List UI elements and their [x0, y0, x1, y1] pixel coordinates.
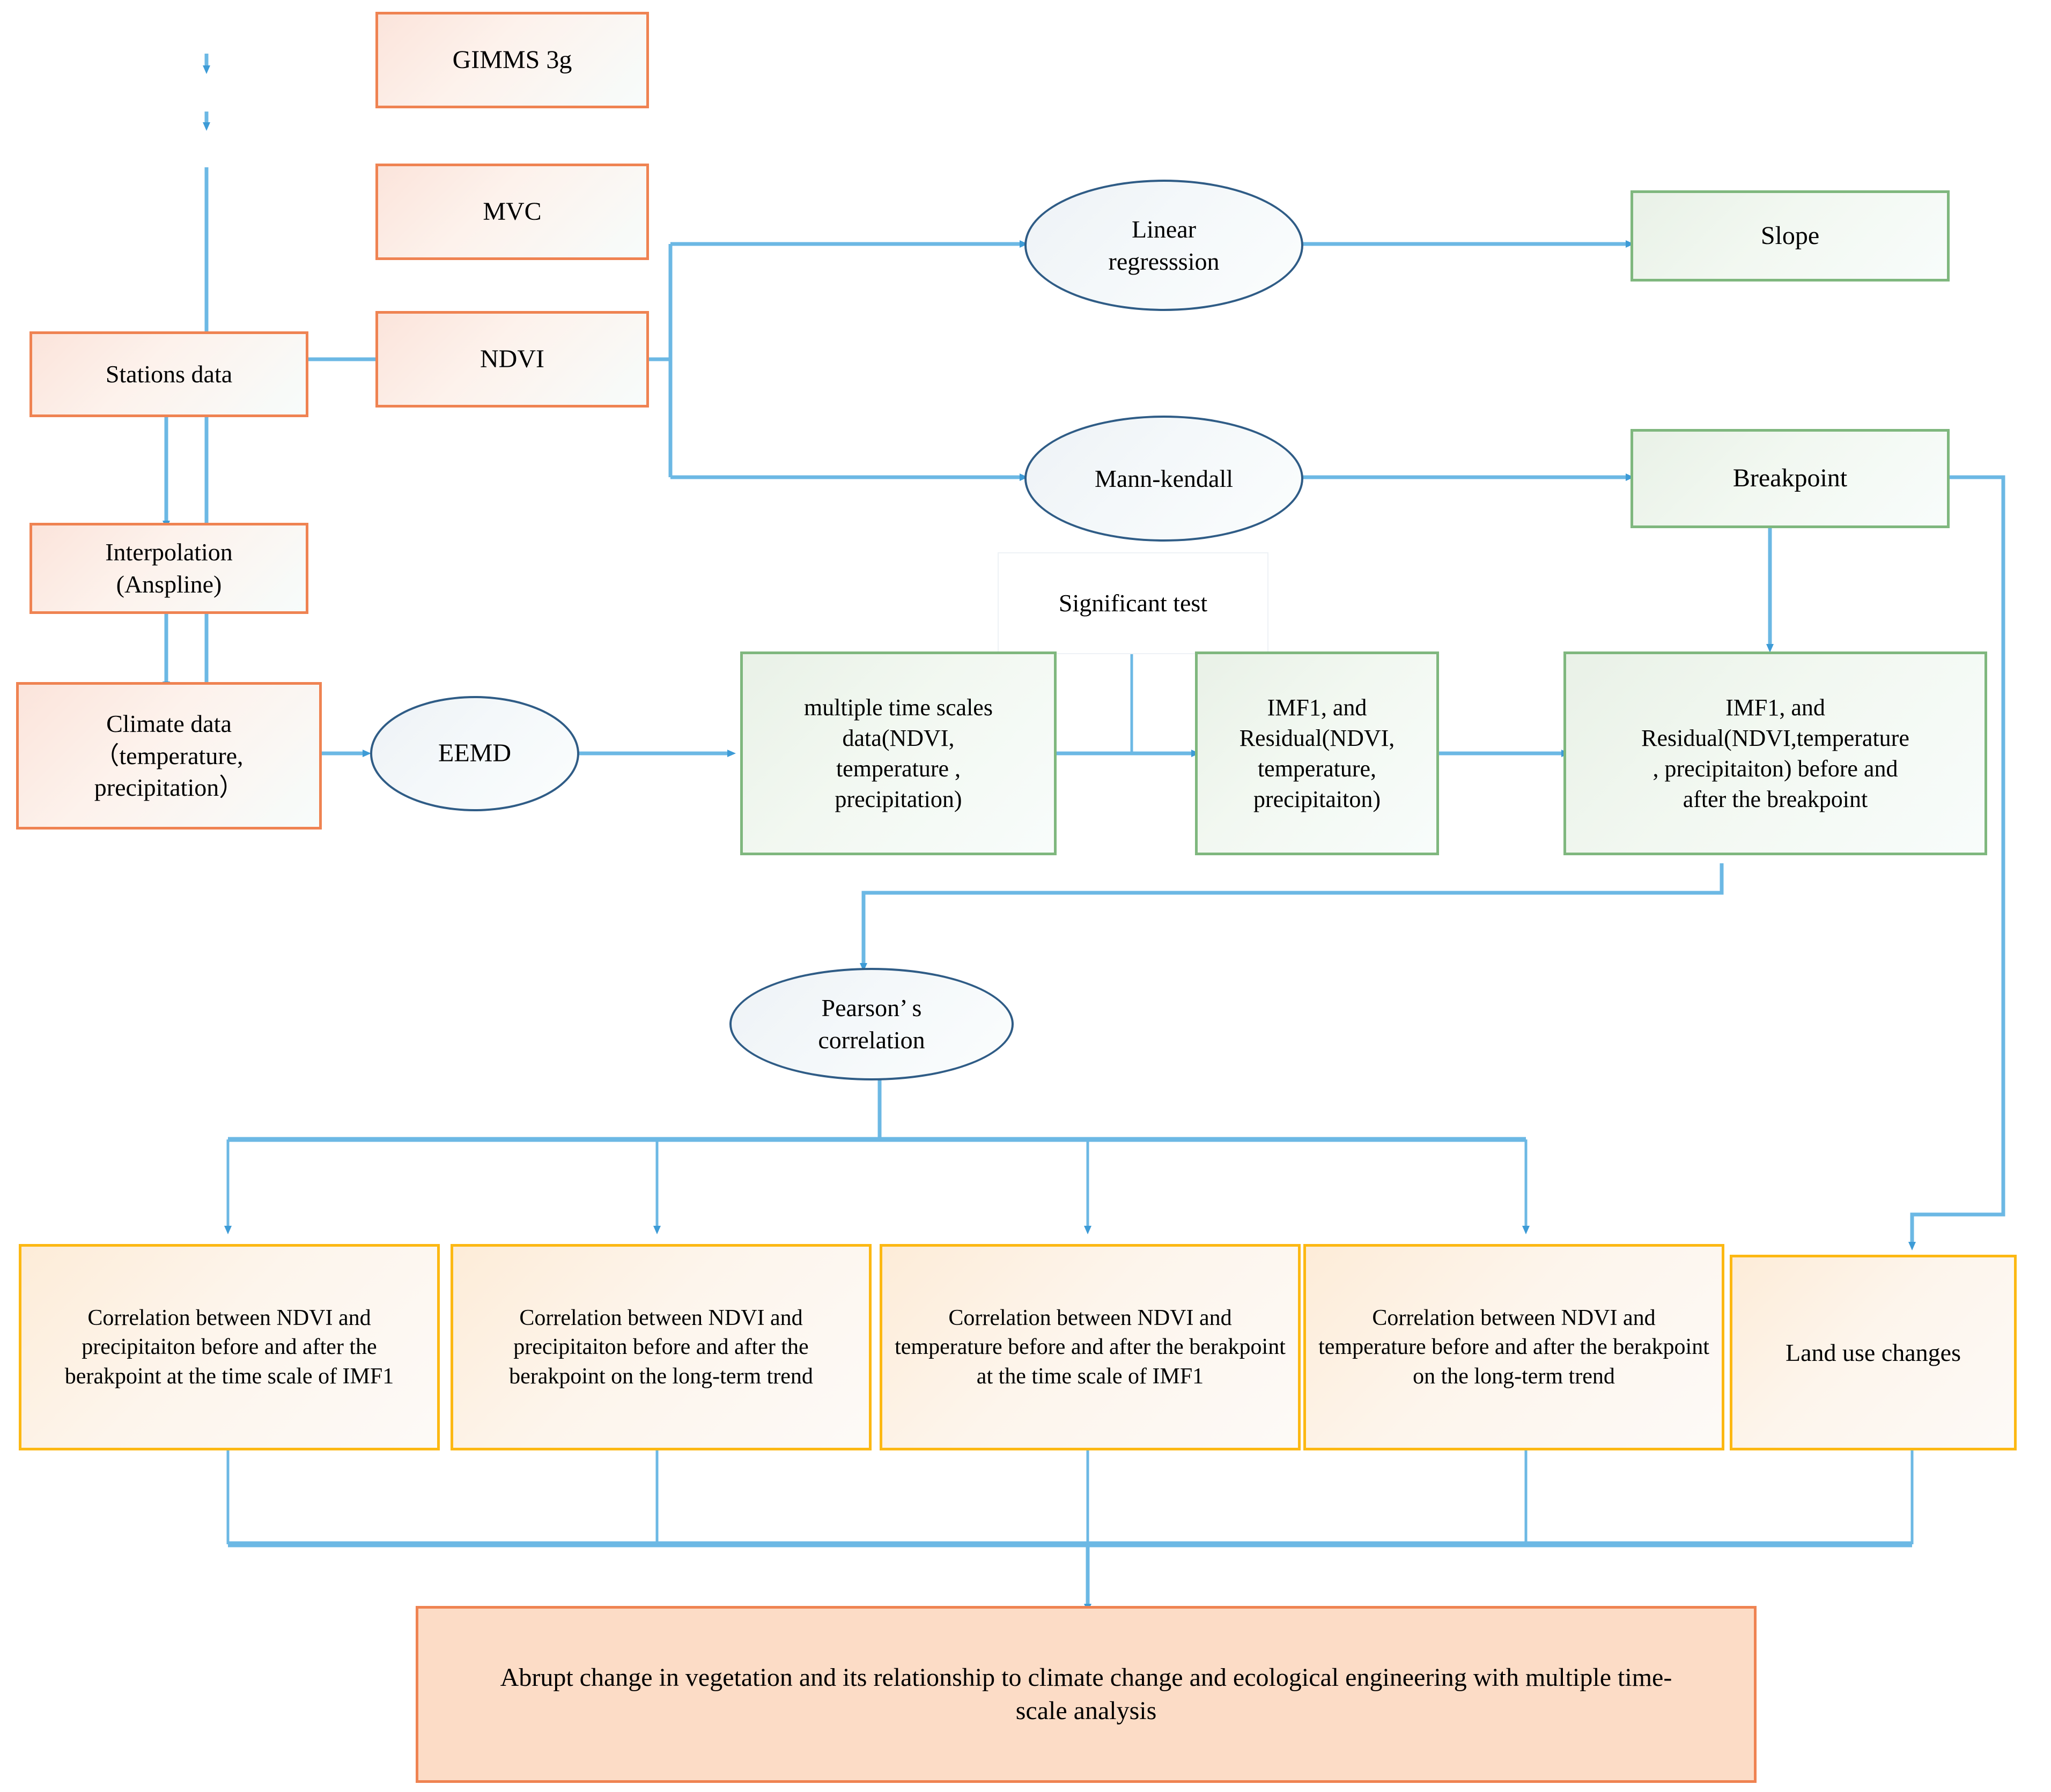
- node-corr-precip-imf1[interactable]: Correlation between NDVI and precipitait…: [19, 1244, 440, 1450]
- node-label: Correlation between NDVI and temperature…: [1318, 1305, 1709, 1389]
- node-multiple-time-scales[interactable]: multiple time scales data(NDVI, temperat…: [740, 651, 1057, 855]
- node-ndvi[interactable]: NDVI: [375, 311, 649, 408]
- node-label: multiple time scales data(NDVI, temperat…: [804, 694, 993, 813]
- node-gimms-3g[interactable]: GIMMS 3g: [375, 12, 649, 108]
- node-label: Breakpoint: [1732, 464, 1848, 493]
- node-significant-test[interactable]: Significant test: [998, 552, 1268, 654]
- node-label: Significant test: [1058, 589, 1208, 617]
- node-label: GIMMS 3g: [452, 45, 572, 74]
- node-mann-kendall[interactable]: Mann-kendall: [1024, 416, 1303, 542]
- node-imf1-residual[interactable]: IMF1, and Residual(NDVI, temperature, pr…: [1195, 651, 1439, 855]
- node-imf1-residual-breakpoint[interactable]: IMF1, and Residual(NDVI,temperature , pr…: [1563, 651, 1987, 855]
- node-land-use-changes[interactable]: Land use changes: [1730, 1255, 2017, 1450]
- node-label: IMF1, and Residual(NDVI, temperature, pr…: [1239, 694, 1395, 813]
- node-label: Linear regresssion: [1108, 215, 1220, 275]
- node-label: NDVI: [480, 344, 544, 373]
- node-label: Stations data: [105, 360, 233, 388]
- node-label: EEMD: [438, 739, 511, 768]
- edge-breakpoint-landuse: [1908, 475, 2005, 1250]
- node-label: IMF1, and Residual(NDVI,temperature , pr…: [1641, 694, 1909, 813]
- node-label: Climate data （temperature, precipitation…: [94, 709, 244, 802]
- node-eemd[interactable]: EEMD: [370, 696, 579, 811]
- node-label: Pearson’ s correlation: [818, 994, 925, 1054]
- node-corr-temp-trend[interactable]: Correlation between NDVI and temperature…: [1303, 1244, 1724, 1450]
- node-label: MVC: [483, 197, 542, 226]
- node-breakpoint[interactable]: Breakpoint: [1631, 429, 1950, 528]
- edge-imfbp-pearson: [860, 863, 1724, 972]
- node-mvc[interactable]: MVC: [375, 164, 649, 260]
- node-climate-data[interactable]: Climate data （temperature, precipitation…: [16, 682, 322, 830]
- node-corr-precip-trend[interactable]: Correlation between NDVI and precipitait…: [451, 1244, 872, 1450]
- node-label: Correlation between NDVI and temperature…: [895, 1305, 1286, 1389]
- node-label: Correlation between NDVI and precipitait…: [509, 1305, 813, 1389]
- node-stations-data[interactable]: Stations data: [29, 331, 308, 417]
- node-corr-temp-imf1[interactable]: Correlation between NDVI and temperature…: [880, 1244, 1301, 1450]
- node-label: Interpolation (Anspline): [105, 538, 233, 598]
- node-linear-regression[interactable]: Linear regresssion: [1024, 180, 1303, 311]
- node-label: Slope: [1760, 221, 1820, 250]
- node-label: Mann-kendall: [1094, 464, 1234, 492]
- node-slope[interactable]: Slope: [1631, 190, 1950, 282]
- node-label: Correlation between NDVI and precipitait…: [64, 1305, 394, 1389]
- node-label: Abrupt change in vegetation and its rela…: [500, 1663, 1672, 1725]
- node-interpolation[interactable]: Interpolation (Anspline): [29, 523, 308, 614]
- node-summary[interactable]: Abrupt change in vegetation and its rela…: [416, 1606, 1757, 1783]
- node-pearson-correlation[interactable]: Pearson’ s correlation: [729, 968, 1014, 1080]
- node-label: Land use changes: [1786, 1338, 1961, 1366]
